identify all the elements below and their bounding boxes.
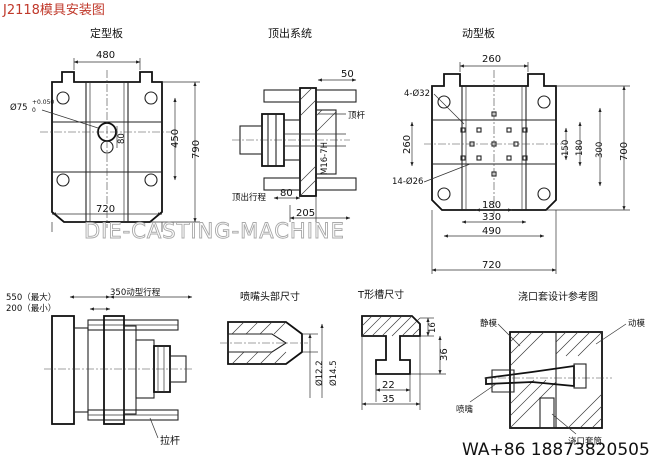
dim-720: 720: [96, 204, 115, 215]
dim-480: 480: [96, 50, 115, 61]
fixed-platen-heading: 定型板: [90, 26, 123, 40]
corner-hole-icon: [537, 95, 551, 109]
t-slot-16: 16: [428, 322, 438, 333]
dim-330: 330: [482, 212, 501, 223]
dim-200-label: 200（最小）: [6, 303, 56, 314]
sprue-bushing-label: 浇口套筒: [568, 436, 602, 447]
sprue-heading: 浇口套设计参考图: [518, 290, 598, 303]
fixed-die-label: 静模: [480, 318, 498, 329]
corner-hole-icon: [437, 187, 451, 201]
ejector-rod-label: 顶杆: [348, 110, 366, 121]
drawing-title: J2118模具安装图: [2, 3, 105, 18]
corner-hole-icon: [144, 173, 158, 187]
moving-die-label: 动模: [628, 318, 646, 329]
thread-label: M16-7H: [320, 142, 330, 175]
moving-platen-heading: 动型板: [462, 26, 495, 40]
corner-hole-icon: [537, 187, 551, 201]
dim-260-left: 260: [402, 135, 413, 154]
holes-4-phi32: 4-Ø32: [404, 88, 430, 99]
ejector-system-view: 顶出系统 顶杆 M16-7H 50 顶出行程 80: [232, 26, 366, 222]
watermark: DIE-CASTING-MACHINE: [84, 219, 345, 243]
corner-hole-icon: [437, 95, 451, 109]
dim-300: 300: [595, 142, 605, 158]
t-slot-36: 36: [439, 348, 450, 361]
holes-14-phi26: 14-Ø26: [392, 176, 423, 187]
nozzle-dia-14-5: Ø14.5: [328, 360, 339, 386]
dim-350-stroke: 350动型行程: [110, 287, 161, 298]
dim-720-moving: 720: [482, 260, 501, 271]
nozzle-head-view: 喷嘴头部尺寸 Ø12.2 Ø14.5: [220, 290, 339, 398]
fixed-platen-outline: [51, 71, 163, 223]
dim-550-label: 550（最大）: [6, 292, 56, 303]
dim-180-h: 180: [482, 200, 501, 211]
t-slot-heading: T形槽尺寸: [357, 288, 404, 301]
t-slot-35: 35: [382, 394, 395, 405]
dim-450: 450: [170, 129, 181, 148]
t-slot-shape: [361, 315, 421, 375]
dim-180-v: 180: [575, 140, 585, 156]
dim-150: 150: [561, 140, 571, 156]
nozzle-dia-12-2: Ø12.2: [314, 360, 325, 386]
dim-80: 80: [117, 133, 127, 144]
t-slot-22: 22: [382, 380, 395, 391]
corner-hole-icon: [56, 91, 70, 105]
phi75-tol-lower: 0: [32, 107, 36, 114]
tie-bar-label: 拉杆: [160, 434, 180, 447]
ejector-heading: 顶出系统: [268, 26, 312, 40]
dim-790: 790: [191, 140, 202, 159]
fixed-platen-side: [51, 315, 75, 425]
dim-50: 50: [341, 69, 354, 80]
t-slot-view: T形槽尺寸 16 36 22 35: [357, 288, 450, 410]
dim-205: 205: [296, 208, 315, 219]
contact-text: WA+86 18873820505: [462, 440, 650, 460]
phi75-label: Ø75: [10, 102, 28, 113]
ejector-stroke-label: 顶出行程: [232, 192, 267, 203]
phi75-tol-upper: +0.050: [32, 99, 54, 106]
dim-260-top: 260: [482, 54, 501, 65]
nozzle-label: 喷嘴: [456, 404, 474, 415]
dim-490: 490: [482, 226, 501, 237]
corner-hole-icon: [56, 173, 70, 187]
stroke-view: 550（最大） 200（最小） 350动型行程 拉杆: [6, 287, 193, 447]
corner-hole-icon: [144, 91, 158, 105]
dim-700: 700: [619, 142, 630, 161]
sprue-bushing-view: 浇口套设计参考图 静模 动模 喷嘴 浇口套筒: [456, 290, 646, 447]
sprue-channel: [485, 364, 575, 387]
nozzle-head-heading: 喷嘴头部尺寸: [240, 290, 300, 303]
moving-platen-side: [103, 315, 125, 425]
fixed-platen-view: 定型板 Ø75 +0.050 0 480 720: [10, 26, 202, 232]
dim-80-stroke: 80: [280, 188, 293, 199]
moving-platen-view: 动型板 4-Ø32 14-Ø26 260: [392, 26, 630, 274]
